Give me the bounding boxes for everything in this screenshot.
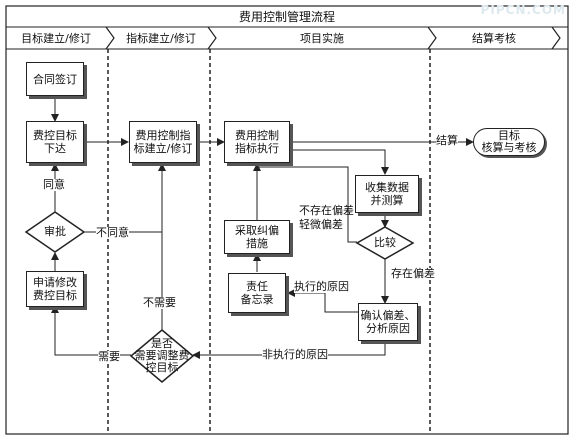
label-non-execution-reason: 非执行的原因	[262, 348, 328, 361]
lane-header-indicators: 指标建立/修订	[126, 32, 196, 45]
arrow-confirm-to-responsibility	[287, 289, 361, 313]
corrective-box: 采取纠偏 措施	[224, 220, 290, 254]
chart-title: 费用控制管理流程	[238, 9, 335, 24]
adjust-decision-text: 是否 需要调整费 控目标	[134, 337, 190, 374]
adjust-decision-diamond	[129, 329, 195, 383]
approve-diamond	[24, 211, 86, 253]
arrow-compare-to-execute	[253, 163, 357, 243]
responsibility-box: 责任 备忘录	[228, 273, 286, 313]
lane-chevron-3	[427, 26, 437, 50]
apply-modify-box: 申请修改 费控目标	[26, 271, 84, 307]
lane-chevron-4	[551, 26, 561, 50]
confirm-box: 确认偏差、 分析原因	[358, 303, 418, 341]
lane-header-target: 目标建立/修订	[21, 32, 91, 45]
label-execution-reason: 执行的原因	[294, 280, 349, 293]
contract-box: 合同签订	[26, 62, 84, 96]
lane-chevron-2	[207, 26, 217, 50]
label-no-or-minor-deviation: 不存在偏差 轻微偏差	[299, 204, 354, 231]
label-need: 需要	[98, 350, 120, 363]
set-indicators-box: 费用控制指 标建立/修订	[129, 121, 197, 163]
approve-text: 审批	[44, 225, 66, 238]
label-agree: 同意	[43, 178, 65, 191]
lane-chevron-1	[105, 26, 115, 50]
compare-diamond	[355, 226, 415, 260]
arrow-execute-to-collect	[290, 149, 389, 175]
collect-box: 收集数据 并测算	[355, 175, 419, 213]
execute-box: 费用控制 指标执行	[224, 121, 290, 163]
label-settle: 结算	[436, 134, 458, 147]
label-no-need: 不需要	[143, 296, 176, 309]
watermark-logo: PIPCN.COM	[480, 3, 566, 17]
lane-header-implementation: 项目实施	[300, 32, 344, 45]
arrow-decision-to-apply	[51, 305, 131, 356]
label-has-deviation: 存在偏差	[391, 267, 435, 280]
arrow-confirm-to-decision	[192, 341, 386, 359]
outer-frame	[5, 5, 569, 435]
compare-text: 比较	[374, 236, 396, 249]
issue-target-box: 费控目标 下达	[26, 121, 84, 163]
lane-header-settlement: 结算考核	[472, 32, 516, 45]
label-disagree: 不同意	[96, 226, 129, 239]
target-check-terminal: 目标 核算与考核	[473, 128, 545, 156]
